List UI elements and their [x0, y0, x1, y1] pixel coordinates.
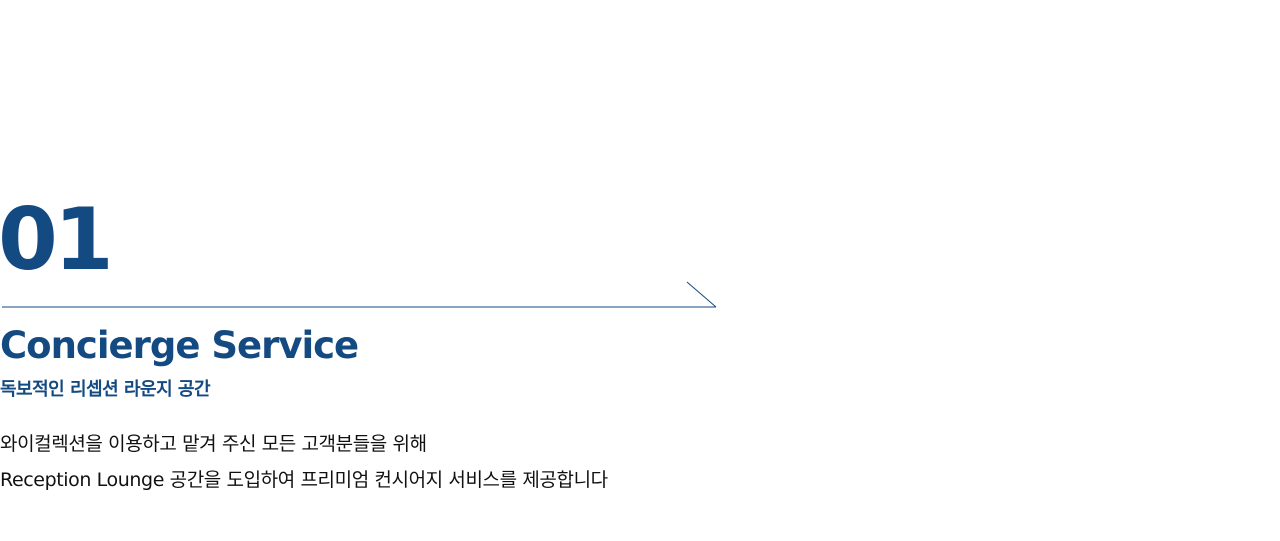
- description-line: Reception Lounge 공간을 도입하여 프리미엄 컨시어지 서비스를…: [0, 469, 608, 491]
- section-description: 와이컬렉션을 이용하고 맡겨 주신 모든 고객분들을 위해 Reception …: [0, 426, 608, 498]
- section-number: 01: [0, 190, 114, 290]
- section-title: Concierge Service: [0, 324, 359, 367]
- divider-arrow-tip: [686, 281, 717, 308]
- description-line: 와이컬렉션을 이용하고 맡겨 주신 모든 고객분들을 위해: [0, 433, 427, 455]
- section-subtitle: 독보적인 리셉션 라운지 공간: [0, 379, 211, 400]
- arrow-divider: [2, 281, 717, 308]
